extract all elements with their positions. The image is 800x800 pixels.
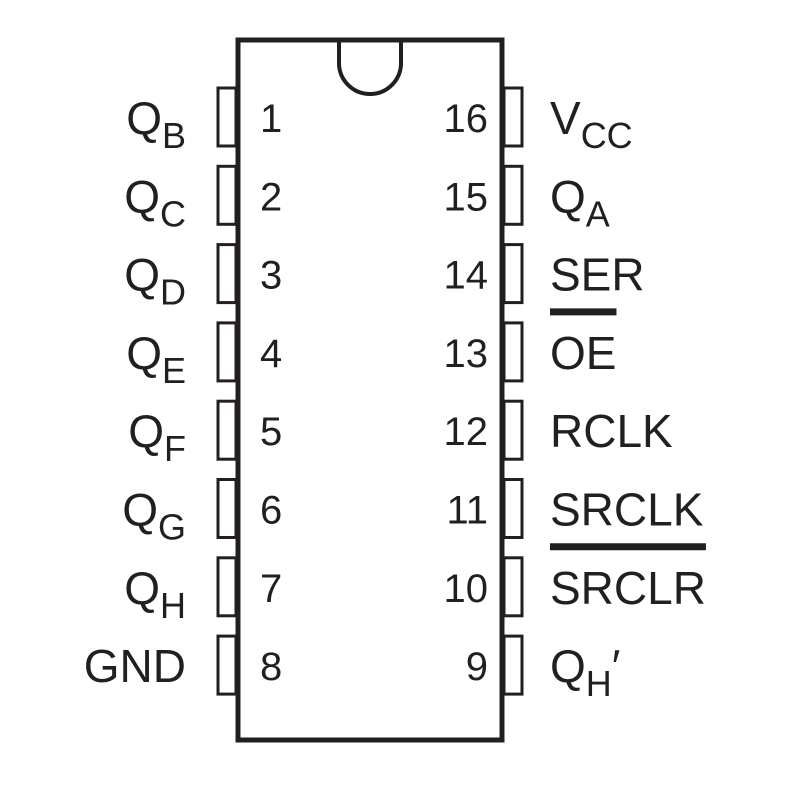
pin-lead (502, 556, 524, 618)
pin-lead (502, 634, 524, 696)
pin-11: 11 SRCLK (446, 478, 704, 539)
pin-label: GND (84, 640, 186, 692)
pin-label: SRCLR (550, 562, 706, 614)
pin-label: QH (124, 562, 186, 626)
orientation-notch (337, 40, 403, 96)
pin-5: 5 QF (128, 399, 282, 469)
pin-7: 7 QH (124, 556, 282, 626)
pin-label: QF (128, 405, 186, 469)
pin-name: RCLK (550, 405, 673, 457)
pin-name: Q (122, 484, 158, 536)
pin-label: QE (126, 327, 186, 391)
pin-name: Q (124, 562, 160, 614)
pin-name: SRCLR (550, 562, 706, 614)
pin-prime: ′ (612, 640, 621, 692)
pin-name: GND (84, 640, 186, 692)
pin-name: V (550, 92, 581, 144)
pin-15: 15 QA (444, 164, 610, 234)
pin-4: 4 QE (126, 321, 282, 391)
pin-lead (216, 321, 238, 383)
pin-label: VCC (550, 92, 633, 156)
pin-1: 1 QB (126, 86, 282, 156)
pin-number: 1 (260, 97, 282, 141)
pin-name: Q (550, 640, 586, 692)
pin-name: Q (126, 92, 162, 144)
pin-lead (502, 478, 524, 539)
pin-number: 3 (260, 254, 282, 298)
pin-number: 5 (260, 410, 282, 454)
pin-label: OE (550, 327, 616, 379)
pin-3: 3 QD (124, 243, 282, 313)
pin-subscript: B (162, 115, 186, 156)
pin-label: QA (550, 170, 610, 234)
pin-subscript: C (160, 193, 186, 234)
pin-lead (502, 399, 524, 461)
pin-name: SER (550, 249, 645, 301)
pin-lead (216, 164, 238, 226)
pin-number: 6 (260, 489, 282, 533)
pin-8: 8 GND (84, 634, 282, 696)
pin-lead (502, 164, 524, 226)
pin-14: 14 SER (444, 243, 645, 305)
pin-number: 2 (260, 175, 282, 219)
pin-label: SER (550, 249, 645, 301)
pin-number: 7 (260, 567, 282, 611)
pin-lead (502, 243, 524, 305)
pin-name: SRCLK (550, 484, 704, 536)
pin-lead (216, 634, 238, 696)
pin-number: 13 (444, 332, 489, 376)
pin-number: 15 (444, 175, 489, 219)
chip-outline (235, 37, 505, 743)
pin-subscript: G (158, 507, 186, 548)
pin-label: QC (124, 170, 186, 234)
pin-label: RCLK (550, 405, 673, 457)
pin-label: QH′ (550, 640, 620, 704)
pin-subscript: H (160, 585, 186, 626)
pin-lead (216, 478, 238, 539)
pin-name: Q (128, 405, 164, 457)
pin-6: 6 QG (122, 478, 282, 548)
pin-16: 16 VCC (444, 86, 633, 156)
pin-lead (216, 243, 238, 305)
pin-lead (502, 86, 524, 148)
pin-number: 4 (260, 332, 282, 376)
pin-label: QG (122, 484, 186, 548)
pin-10: 10 SRCLR (444, 543, 706, 618)
pin-number: 11 (446, 489, 488, 533)
pin-number: 16 (444, 97, 489, 141)
pin-subscript: A (586, 193, 610, 234)
pin-lead (216, 399, 238, 461)
pin-lead (216, 86, 238, 148)
pin-name: Q (124, 170, 160, 222)
pin-number: 12 (444, 410, 489, 454)
pin-name: Q (124, 249, 160, 301)
pin-2: 2 QC (124, 164, 282, 234)
pin-label: QD (124, 249, 186, 313)
pin-lead (502, 321, 524, 383)
pin-13: 13 OE (444, 308, 617, 383)
pin-subscript: D (160, 272, 186, 313)
pin-9: 9 QH′ (466, 634, 620, 704)
pin-subscript: CC (581, 115, 633, 156)
pin-number: 10 (444, 567, 489, 611)
pin-name: Q (126, 327, 162, 379)
pin-number: 8 (260, 645, 282, 689)
pin-number: 9 (466, 645, 488, 689)
pin-12: 12 RCLK (444, 399, 673, 461)
pin-subscript: F (164, 428, 186, 469)
pin-name: Q (550, 170, 586, 222)
pin-subscript: E (162, 350, 186, 391)
chip-package (235, 37, 505, 743)
pin-lead (216, 556, 238, 618)
pin-name: OE (550, 327, 616, 379)
pin-label: SRCLK (550, 484, 704, 536)
pin-number: 14 (444, 254, 489, 298)
pin-label: QB (126, 92, 186, 156)
pin-subscript: H (586, 663, 612, 704)
